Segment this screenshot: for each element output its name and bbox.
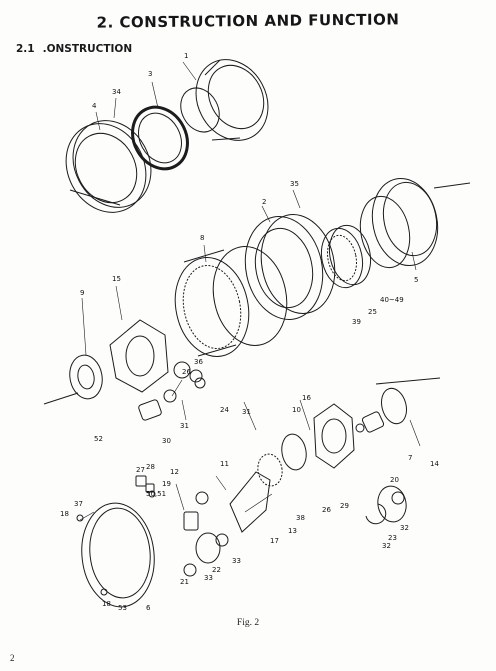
part-40-49-bearing xyxy=(320,224,372,289)
part-9-plate xyxy=(43,354,103,405)
part-8-ring-gear xyxy=(174,246,288,357)
callout-label: 39 xyxy=(352,318,361,326)
callout-label: 34 xyxy=(112,88,121,96)
callout-label: 23 xyxy=(388,534,397,542)
callout-label: 26 xyxy=(322,506,331,514)
callout-label: 36 xyxy=(194,358,203,366)
callout-label: 1 xyxy=(184,52,188,60)
callout-label: 28 xyxy=(146,463,155,471)
callout-label: 21 xyxy=(180,578,189,586)
callout-label: 17 xyxy=(270,537,279,545)
callout-label: 32 xyxy=(382,542,391,550)
callout-label: 15 xyxy=(112,275,121,283)
part-1-hub xyxy=(180,59,269,141)
callout-label: 11 xyxy=(220,460,229,468)
callout-label: 22 xyxy=(212,566,221,574)
callout-label: 10 xyxy=(292,406,301,414)
callout-label: 27 xyxy=(136,466,145,474)
callout-label: 5 xyxy=(414,276,418,284)
callout-label: 20 xyxy=(390,476,399,484)
section-title: .ONSTRUCTION xyxy=(42,43,133,55)
section-number: 2.1 xyxy=(16,43,35,55)
callout-label: 31 xyxy=(242,408,251,416)
page-number: 2 xyxy=(10,653,15,663)
figure-caption: Fig. 2 xyxy=(236,618,260,628)
section-heading: 2.1 .ONSTRUCTION xyxy=(16,43,132,55)
part-6-cover xyxy=(81,502,155,608)
part-15-carrier xyxy=(109,319,169,393)
callout-label: 18 xyxy=(60,510,69,518)
part-16-gear xyxy=(313,403,355,469)
callout-label: 8 xyxy=(200,234,204,242)
callout-label: 50,51 xyxy=(146,490,166,498)
callout-label: 19 xyxy=(162,480,171,488)
callout-label: 3 xyxy=(148,70,152,78)
callout-label: 52 xyxy=(94,435,103,443)
callout-label: 9 xyxy=(80,289,84,297)
callout-label: 7 xyxy=(408,454,412,462)
callout-label: 30 xyxy=(162,437,171,445)
part-11-arm xyxy=(195,471,271,533)
callout-label: 25 xyxy=(368,308,377,316)
callout-label: 24 xyxy=(220,406,229,414)
callout-label: 33 xyxy=(232,557,241,565)
callout-label: 2 xyxy=(262,198,266,206)
part-4-cover xyxy=(65,120,152,213)
callout-label: 31 xyxy=(180,422,189,430)
callout-label: 12 xyxy=(170,468,179,476)
callout-label: 35 xyxy=(290,180,299,188)
callout-label: 29 xyxy=(340,502,349,510)
callout-label: 16 xyxy=(302,394,311,402)
callout-label: 37 xyxy=(74,500,83,508)
part-2-housing xyxy=(244,214,336,320)
callout-label: 26 xyxy=(182,368,191,376)
part-5-rings xyxy=(359,177,471,269)
callout-label: 33 xyxy=(204,574,213,582)
callout-label: 14 xyxy=(430,460,439,468)
callout-label: 53 xyxy=(118,604,127,612)
callout-label: 6 xyxy=(146,604,151,612)
callout-label: 40~49 xyxy=(380,296,404,304)
callout-label: 18 xyxy=(102,600,111,608)
callout-label: 38 xyxy=(296,514,305,522)
part-3-seal xyxy=(131,105,189,171)
callout-label: 32 xyxy=(400,524,409,532)
callout-label: 4 xyxy=(92,102,97,110)
callout-label: 13 xyxy=(288,527,297,535)
